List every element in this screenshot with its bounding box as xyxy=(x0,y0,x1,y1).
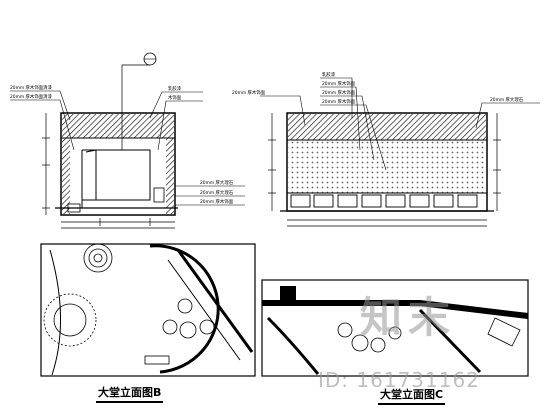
callout-b-left-1: 20mm 厚木饰面清漆 xyxy=(10,84,52,91)
watermark-logo: 知末 xyxy=(360,293,457,342)
callout-b-right-1: 乳胶漆 xyxy=(168,85,182,92)
callout-b-lower-2: 20mm 厚大理石 xyxy=(200,189,234,196)
elevation-c-caption: 大堂立面图C xyxy=(378,388,446,405)
callout-c-left: 20mm 厚木饰面 xyxy=(232,89,266,96)
watermark-id: ID: 161731162 xyxy=(318,368,480,392)
elevation-b-drawing xyxy=(10,52,245,229)
elevation-b-callouts: 20mm 厚木饰面清漆 20mm 厚木饰面清漆 乳胶漆 木饰面 20mm 厚大理… xyxy=(10,84,234,205)
callout-c-top-1: 乳胶漆 xyxy=(322,71,336,78)
callout-c-top-3: 20mm 厚木饰面 xyxy=(322,89,356,96)
callout-c-top-4: 20mm 厚木饰面 xyxy=(322,98,356,105)
callout-b-right-2: 木饰面 xyxy=(168,94,182,101)
callout-b-lower-1: 20mm 厚大理石 xyxy=(200,179,234,186)
key-plan-c xyxy=(261,279,529,377)
callout-c-right: 20mm 厚大理石 xyxy=(490,96,524,103)
cabinet-row xyxy=(290,194,478,208)
callout-b-left-2: 20mm 厚木饰面清漆 xyxy=(10,93,52,100)
elevation-c-drawing xyxy=(260,77,540,227)
callout-b-lower-3: 20mm 厚木饰面 xyxy=(200,198,234,205)
elevation-b-caption: 大堂立面图B xyxy=(96,386,164,403)
callout-c-top-2: 20mm 厚木饰面 xyxy=(322,80,356,87)
key-plan-b xyxy=(40,243,256,377)
elevation-c-callouts: 乳胶漆 20mm 厚木饰面 20mm 厚木饰面 20mm 厚木饰面 20mm 厚… xyxy=(232,71,524,105)
